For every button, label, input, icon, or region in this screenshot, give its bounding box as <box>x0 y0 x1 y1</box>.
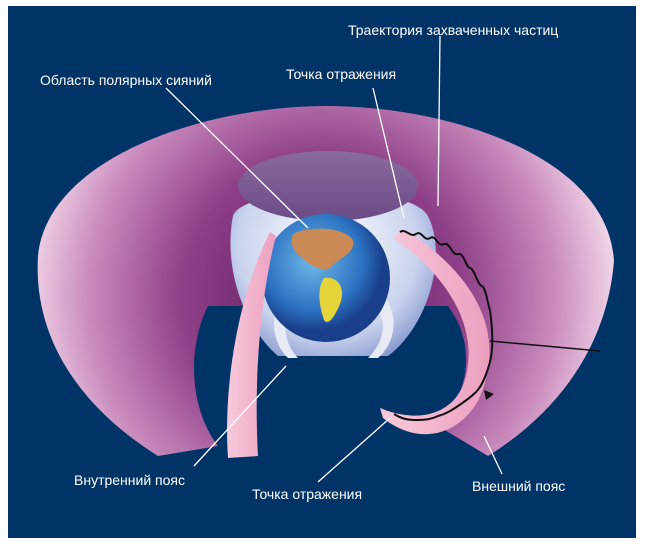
leader-mirror-bottom <box>318 418 390 482</box>
label-outer-belt: Внешний пояс <box>472 478 565 494</box>
label-inner-belt: Внутренний пояс <box>74 472 185 488</box>
label-mirror-point-bottom: Точка отражения <box>252 486 362 502</box>
label-trajectory: Траектория захваченных частиц <box>348 22 558 38</box>
label-mirror-point-top: Точка отражения <box>286 66 396 82</box>
diagram-panel: Траектория захваченных частиц Область по… <box>8 6 636 538</box>
label-aurora-region: Область полярных сияний <box>40 72 212 88</box>
